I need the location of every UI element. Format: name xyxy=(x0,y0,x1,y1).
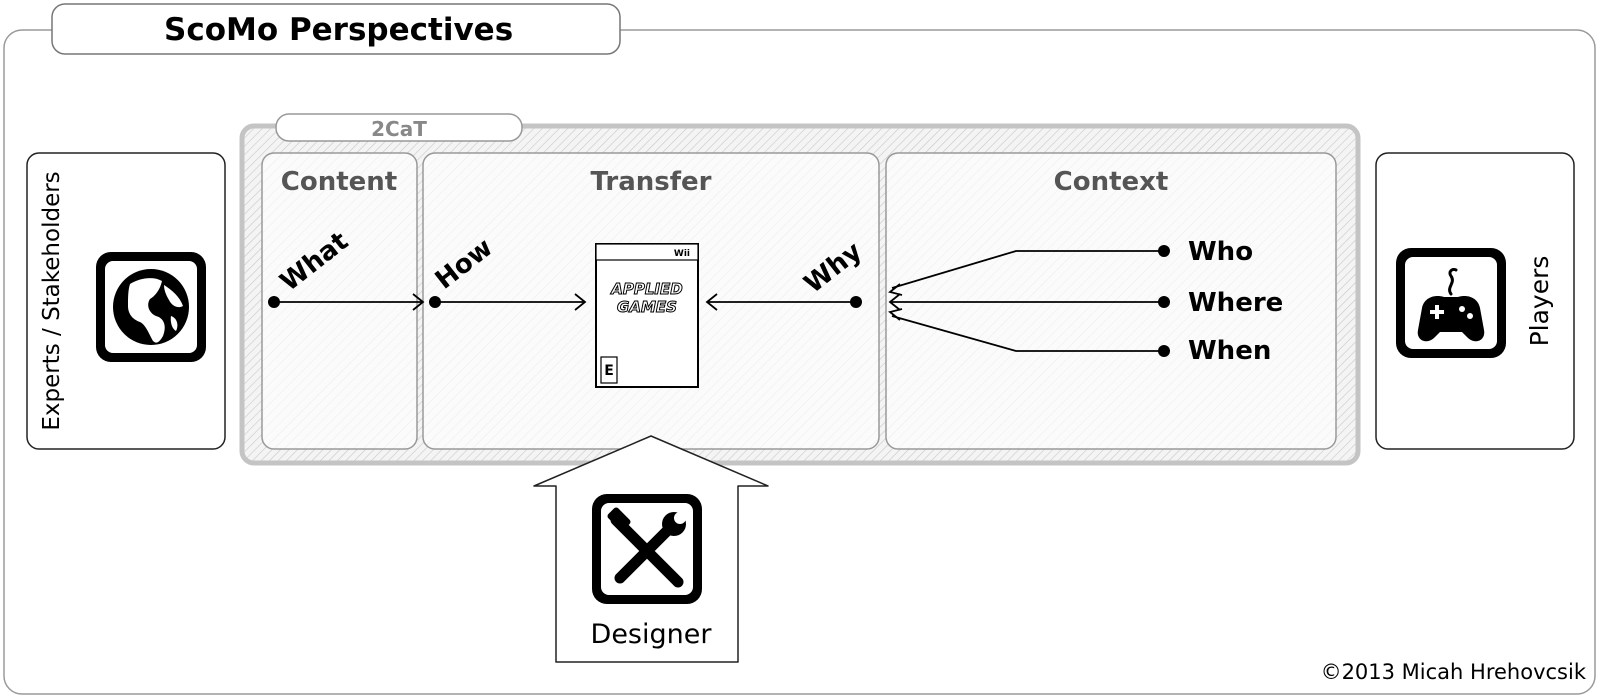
why-dot xyxy=(850,296,862,308)
panel-players-label: Players xyxy=(1525,256,1554,347)
section-content-title: Content xyxy=(281,167,397,197)
game-box: Wii APPLIED GAMES E xyxy=(595,243,699,388)
tools-icon xyxy=(592,494,702,604)
designer-label: Designer xyxy=(591,619,713,650)
designer-arrow: Designer xyxy=(533,435,769,663)
globe-icon xyxy=(96,252,206,362)
flow-dots xyxy=(268,245,1170,357)
label-when: When xyxy=(1188,336,1271,366)
what-dot xyxy=(268,296,280,308)
who-dot xyxy=(1158,245,1170,257)
game-box-brand: Wii xyxy=(674,249,690,259)
rating-badge xyxy=(600,356,618,384)
frame-2cat-tab xyxy=(275,113,523,142)
panel-experts: Experts / Stakeholders xyxy=(26,152,226,450)
label-who: Who xyxy=(1188,237,1253,267)
label-where: Where xyxy=(1188,288,1283,318)
flow-lines xyxy=(274,250,1164,352)
title-tab: ScoMo Perspectives xyxy=(51,3,621,55)
section-transfer-title: Transfer xyxy=(591,167,712,197)
frame-2cat-label: 2CaT xyxy=(371,117,427,141)
copyright: ©2013 Micah Hrehovcsik xyxy=(1321,660,1587,684)
game-box-title-line1: APPLIED xyxy=(610,280,682,298)
panel-players: Players xyxy=(1375,152,1575,450)
section-content: Content xyxy=(261,152,418,450)
when-dot xyxy=(1158,345,1170,357)
game-box-title-line2: GAMES xyxy=(617,298,677,316)
panel-experts-label: Experts / Stakeholders xyxy=(39,171,65,430)
rating-letter: E xyxy=(604,363,614,379)
page-title: ScoMo Perspectives xyxy=(164,12,513,48)
gamepad-icon xyxy=(1396,248,1506,358)
section-context-title: Context xyxy=(1054,167,1169,197)
where-dot xyxy=(1158,296,1170,308)
how-dot xyxy=(429,296,441,308)
section-context: Context xyxy=(885,152,1337,450)
